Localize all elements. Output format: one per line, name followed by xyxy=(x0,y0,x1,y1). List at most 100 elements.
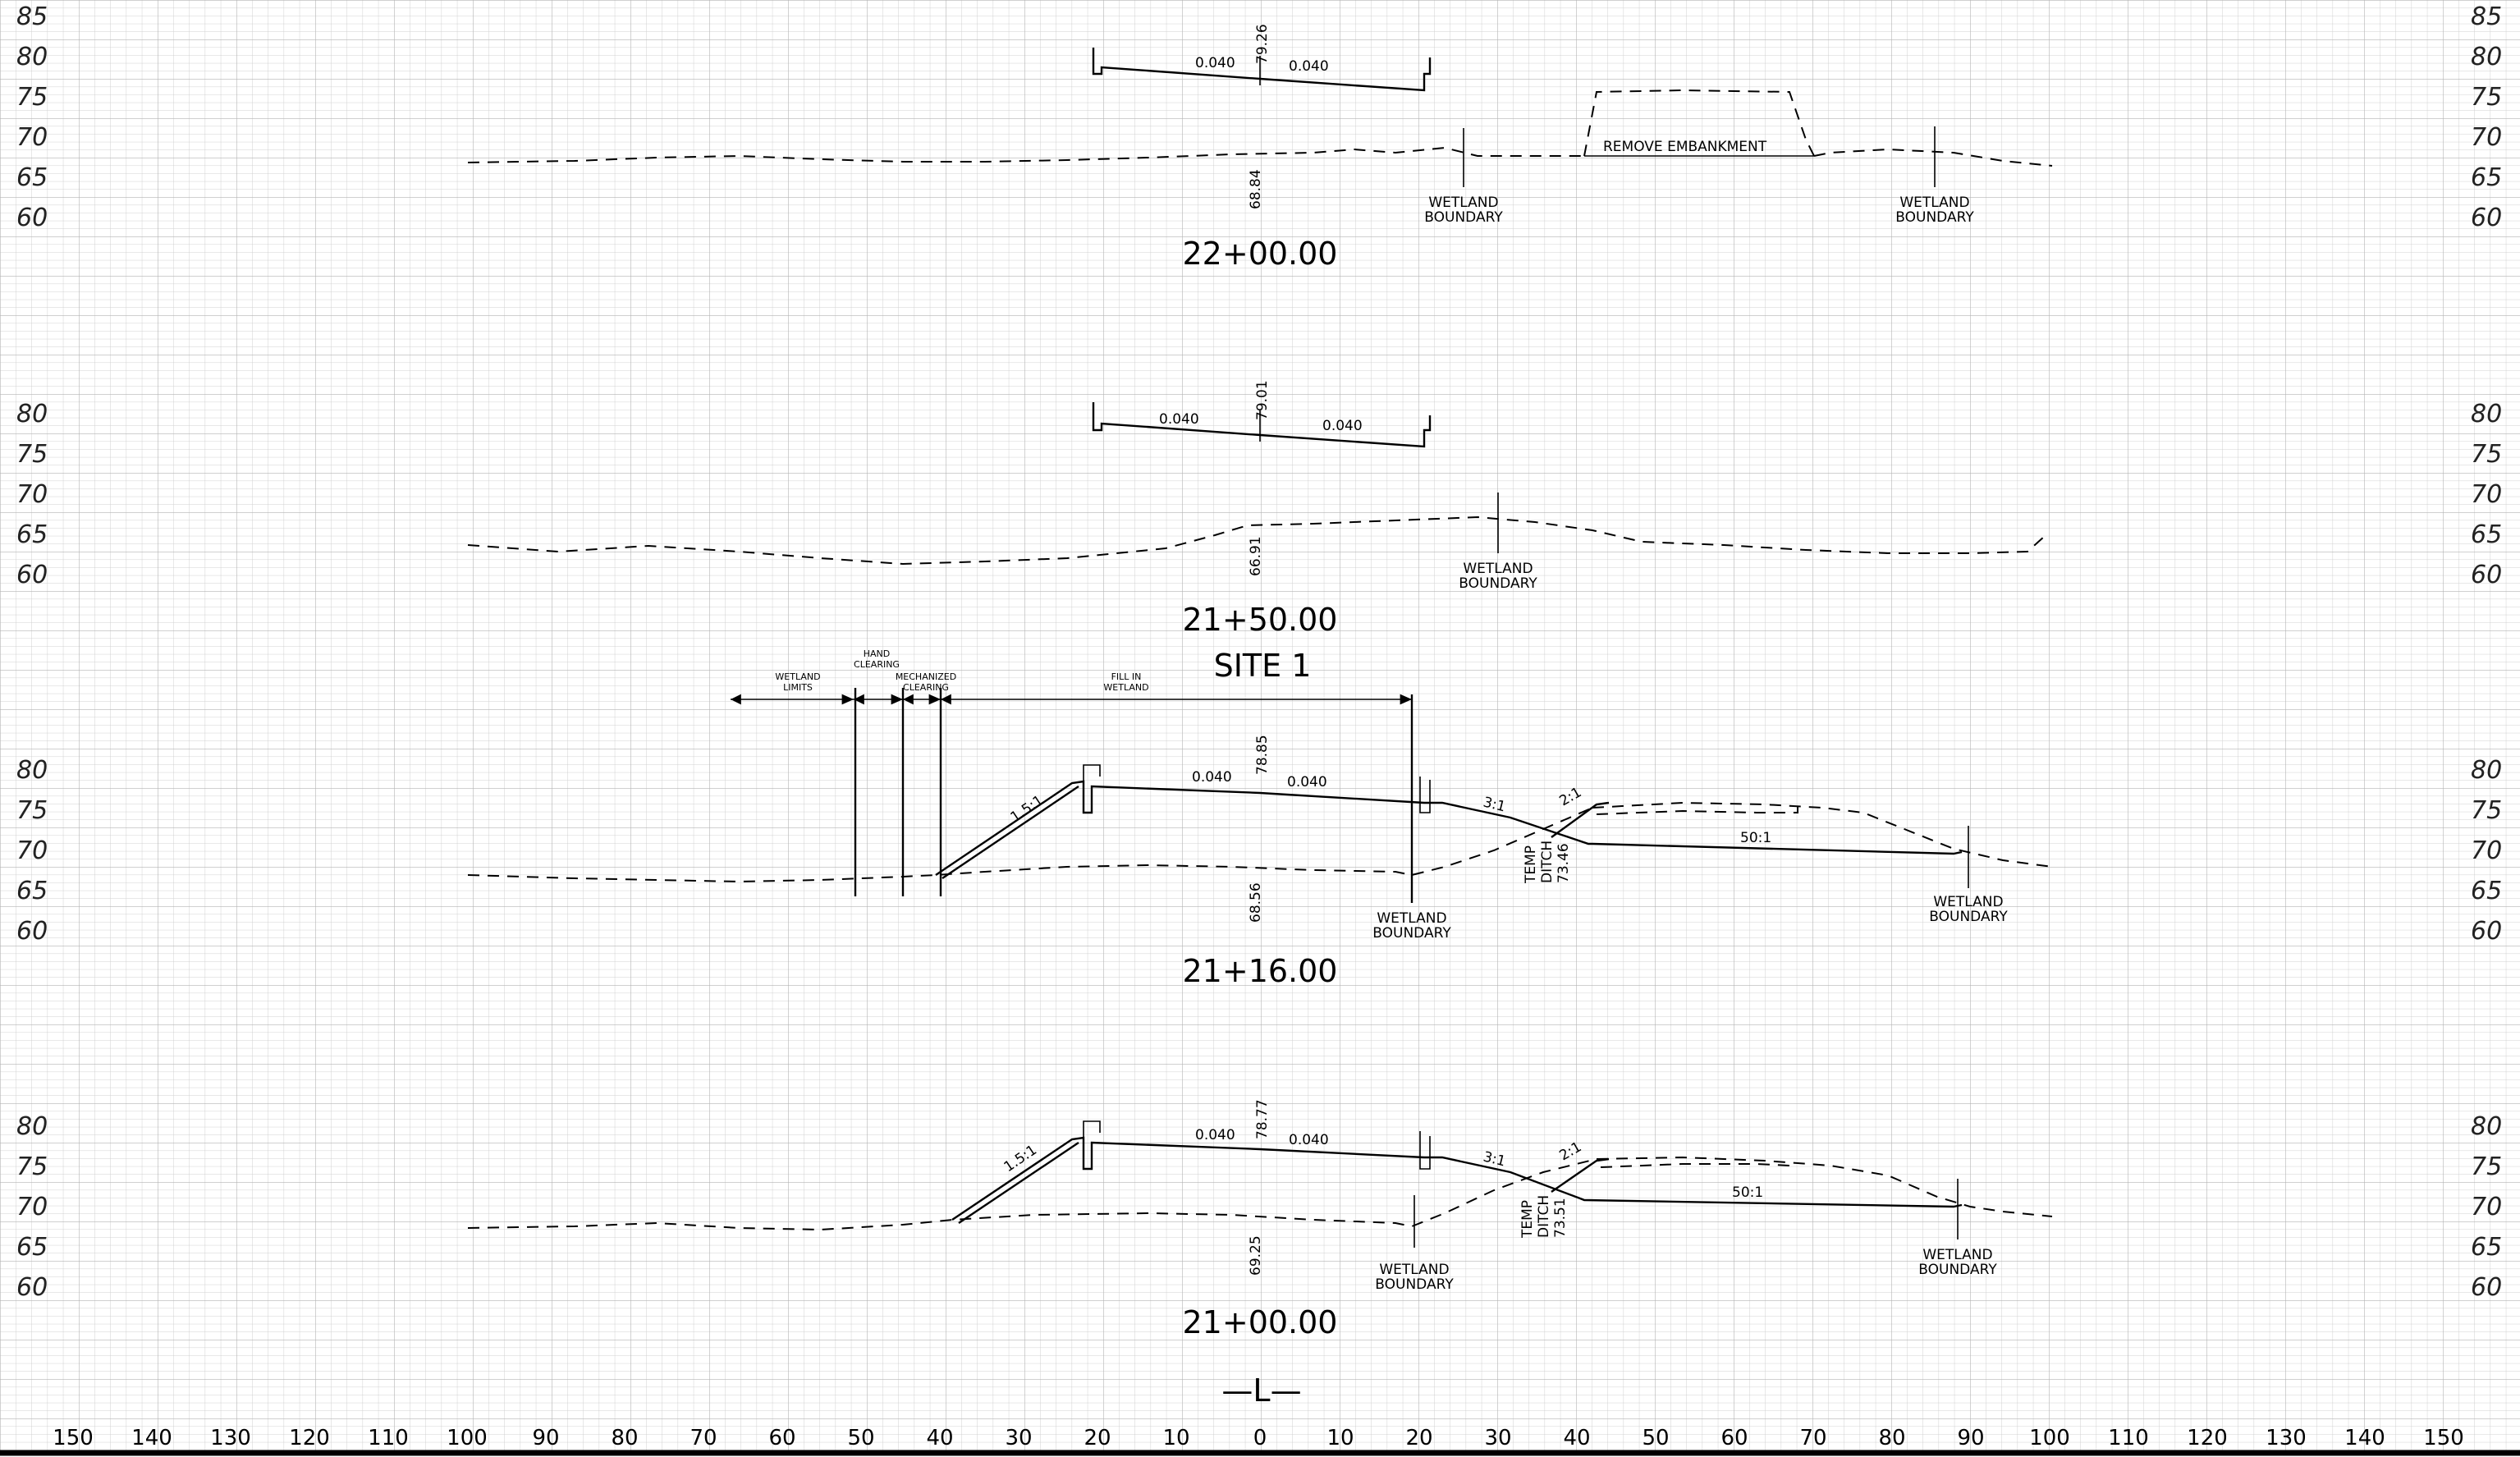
wetland-boundary-label: WETLAND xyxy=(1899,195,1969,211)
hand-clearing-label: CLEARING xyxy=(854,659,900,670)
guardrail-post xyxy=(1083,1120,1101,1138)
elev-label: 65 xyxy=(16,520,48,549)
temp-ditch-label: DITCH xyxy=(1539,841,1556,883)
slope-label-left: 0.040 xyxy=(1192,769,1232,786)
elev-label: 60 xyxy=(16,1273,48,1302)
guardrail-post xyxy=(1419,777,1431,813)
elev-label: 65 xyxy=(2471,877,2502,905)
elev-labels-left: 80 75 70 65 60 xyxy=(16,1112,48,1302)
offset-tick-label: 30 xyxy=(1484,1426,1511,1450)
limit-dimension-lines: WETLAND LIMITS HAND CLEARING MECHANIZED … xyxy=(731,648,1413,903)
site-label: SITE 1 xyxy=(1214,648,1312,684)
station-label: 21+16.00 xyxy=(1183,953,1338,989)
wetland-boundary-label: WETLAND xyxy=(1379,1262,1449,1278)
mechanized-clearing-label: CLEARING xyxy=(903,682,949,693)
elev-label: 65 xyxy=(2471,520,2502,549)
offset-tick-label: 150 xyxy=(53,1426,94,1450)
hand-clearing-label: HAND xyxy=(864,648,891,659)
elev-labels-right: 80 75 70 65 60 xyxy=(2471,756,2502,946)
elev-label: 70 xyxy=(2471,480,2502,509)
elev-label: 60 xyxy=(16,204,48,232)
temp-ditch-elevation: 73.46 xyxy=(1556,843,1572,883)
proposed-embankment-template xyxy=(935,780,1963,876)
slope-label-right: 0.040 xyxy=(1289,1132,1329,1148)
wetland-boundary-label: BOUNDARY xyxy=(1424,209,1503,226)
offset-tick-label: 90 xyxy=(532,1426,559,1450)
wetland-boundary-label: WETLAND xyxy=(1463,561,1533,577)
elev-label: 75 xyxy=(2471,440,2502,469)
elev-label: 60 xyxy=(2471,204,2502,232)
wetland-boundary-label: BOUNDARY xyxy=(1929,909,2008,925)
existing-ground-right xyxy=(1596,1156,2053,1217)
elev-label: 80 xyxy=(2471,1112,2502,1141)
fill-in-wetland-label: FILL IN xyxy=(1111,671,1142,682)
centerline-label: —L— xyxy=(1221,1372,1301,1409)
crown-elevation-label: 79.26 xyxy=(1254,24,1271,64)
elev-label: 60 xyxy=(16,917,48,946)
elev-label: 60 xyxy=(2471,917,2502,946)
elev-labels-left: 80 75 70 65 60 xyxy=(16,400,48,589)
elev-label: 80 xyxy=(2471,43,2502,71)
temp-ditch-elevation: 73.51 xyxy=(1552,1198,1569,1238)
offset-axis: 150 140 130 120 110 100 90 80 70 60 50 4… xyxy=(53,1426,2464,1450)
existing-ground-line xyxy=(467,807,1593,883)
elev-label: 70 xyxy=(16,123,48,152)
elev-label: 60 xyxy=(2471,561,2502,589)
embankment-inner-face xyxy=(942,786,1079,879)
slope-label-right: 0.040 xyxy=(1287,774,1327,790)
slope-50-1-label: 50:1 xyxy=(1740,830,1771,846)
offset-tick-label: 60 xyxy=(1720,1426,1748,1450)
proposed-embankment-template xyxy=(951,1136,1963,1221)
offset-tick-label: 110 xyxy=(368,1426,409,1450)
mechanized-clearing-label: MECHANIZED xyxy=(896,671,956,682)
offset-tick-label: 60 xyxy=(768,1426,795,1450)
offset-tick-label: 90 xyxy=(1957,1426,1984,1450)
elev-labels-left: 80 75 70 65 60 xyxy=(16,756,48,946)
elev-label: 85 xyxy=(16,2,48,31)
elev-label: 70 xyxy=(2471,1193,2502,1221)
section-22-00: 85 80 75 70 65 60 85 80 75 70 65 60 REMO… xyxy=(16,2,2502,272)
elev-labels-right: 85 80 75 70 65 60 xyxy=(2471,2,2502,232)
elev-label: 80 xyxy=(16,756,48,785)
ground-elevation-label: 69.25 xyxy=(1248,1235,1264,1276)
temp-ditch-label: DITCH xyxy=(1536,1195,1552,1238)
elev-label: 75 xyxy=(16,440,48,469)
offset-tick-label: 140 xyxy=(2344,1426,2385,1450)
offset-tick-label: 70 xyxy=(690,1426,717,1450)
slope-label-left: 0.040 xyxy=(1195,1127,1235,1143)
offset-tick-label: 30 xyxy=(1005,1426,1032,1450)
elev-label: 65 xyxy=(2471,163,2502,192)
wetland-boundary-label: WETLAND xyxy=(1428,195,1498,211)
offset-tick-label: 120 xyxy=(2187,1426,2228,1450)
elev-label: 75 xyxy=(16,1152,48,1181)
offset-tick-label: 100 xyxy=(2029,1426,2070,1450)
offset-tick-label: 70 xyxy=(1799,1426,1826,1450)
wetland-boundary-label: BOUNDARY xyxy=(1375,1276,1454,1293)
section-21-16: 80 75 70 65 60 80 75 70 65 60 WETLAND LI… xyxy=(16,648,2502,989)
elev-label: 75 xyxy=(16,796,48,825)
remove-embankment-outline xyxy=(1583,89,1815,157)
offset-tick-label: 150 xyxy=(2423,1426,2464,1450)
ground-elevation-label: 68.56 xyxy=(1248,882,1264,923)
section-21-00: 80 75 70 65 60 80 75 70 65 60 WETLAND BO… xyxy=(16,1099,2502,1340)
slope-label-right: 0.040 xyxy=(1322,418,1363,434)
offset-tick-label: 80 xyxy=(1878,1426,1905,1450)
elev-label: 65 xyxy=(2471,1233,2502,1262)
elev-label: 60 xyxy=(16,561,48,589)
slope-label-right: 0.040 xyxy=(1289,58,1329,75)
offset-tick-label: 80 xyxy=(611,1426,638,1450)
offset-tick-label: 130 xyxy=(210,1426,251,1450)
offset-tick-label: 100 xyxy=(447,1426,488,1450)
embankment-inner-face xyxy=(958,1142,1079,1224)
guardrail-post xyxy=(1419,1131,1431,1170)
wetland-limits-label: LIMITS xyxy=(783,682,813,693)
crown-elevation-label: 78.77 xyxy=(1254,1099,1271,1139)
elev-labels-left: 85 80 75 70 65 60 xyxy=(16,2,48,232)
slope-label-left: 0.040 xyxy=(1195,55,1235,71)
elev-label: 65 xyxy=(16,1233,48,1262)
slope-50-1-label: 50:1 xyxy=(1732,1184,1763,1201)
station-label: 22+00.00 xyxy=(1183,236,1338,272)
elev-label: 80 xyxy=(16,43,48,71)
